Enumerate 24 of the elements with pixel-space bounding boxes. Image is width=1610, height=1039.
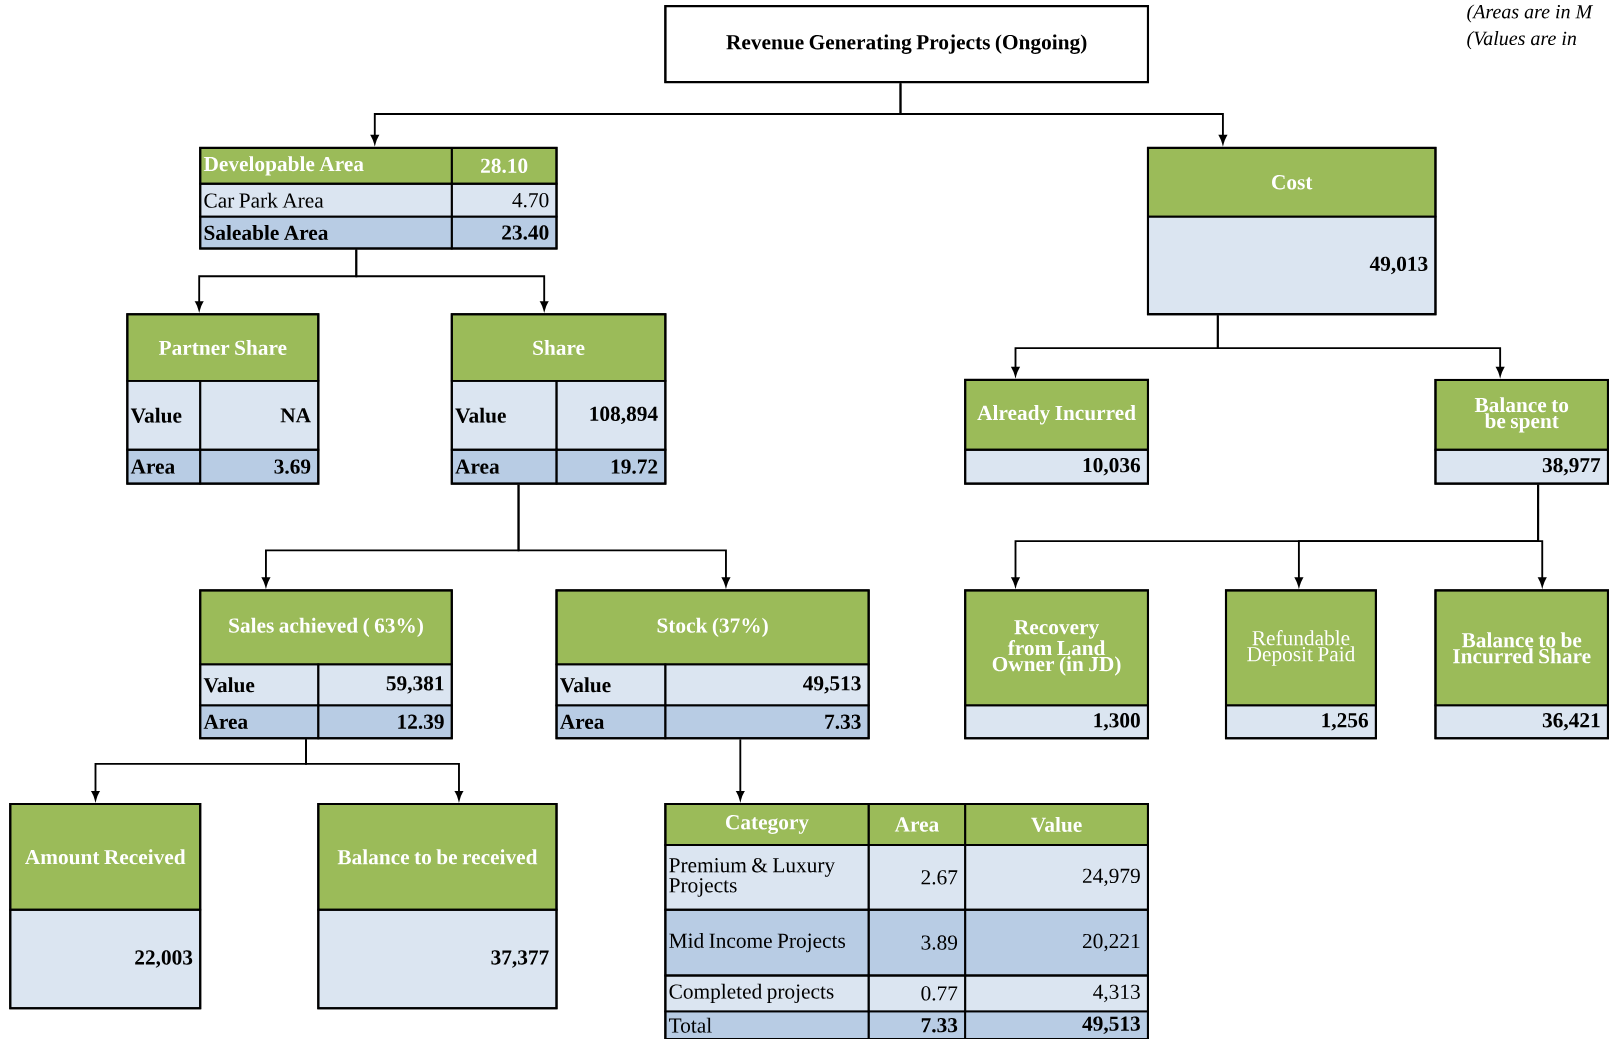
arrow xyxy=(1216,314,1505,377)
data-table: Developable Area 28.10 Car Park Area 4.70 Saleable Area 23.40 xyxy=(199,146,558,250)
title-box: Revenue Generating Projects (Ongoing) xyxy=(664,5,1150,84)
data-table: Recovery from Land Owner (in JD) 1,300 xyxy=(964,589,1150,740)
data-table: Already Incurred 10,036 xyxy=(964,378,1150,485)
note-text: (Values are in xyxy=(1467,31,1577,50)
arrow xyxy=(305,738,463,801)
data-table: Balance to be Incurred Share 36,421 xyxy=(1434,589,1610,740)
data-table: Share Value 108,894 Area 19.72 xyxy=(450,313,667,485)
arrow xyxy=(736,738,745,801)
data-table: Sales achieved ( 63%) Value 59,381 Area 12.39 xyxy=(199,589,453,740)
data-table: Partner Share Value NA Area 3.69 xyxy=(126,313,320,485)
data-table: Balance to be received 37,377 xyxy=(317,802,558,1010)
data-table: Amount Received 22,003 xyxy=(9,802,202,1010)
note-text: (Areas are in M xyxy=(1467,4,1594,23)
arrow xyxy=(355,248,549,311)
data-table: Balance to be spent 38,977 xyxy=(1434,378,1610,485)
data-table: Cost 49,013 xyxy=(1146,146,1437,316)
data-table: Refundable Deposit Paid 1,256 xyxy=(1224,589,1377,740)
arrow xyxy=(517,483,730,587)
data-table: Category Area Value Premium & Luxury Projects 2.67 24,979 Mid Income Projects 3.89 20,221 Completed projects 0.77 4,313 Total 7.33 49,513 xyxy=(664,802,1150,1039)
arrow xyxy=(899,82,1227,144)
data-table: Stock (37%) Value 49,513 Area 7.33 xyxy=(555,589,870,740)
arrow xyxy=(1537,483,1547,587)
